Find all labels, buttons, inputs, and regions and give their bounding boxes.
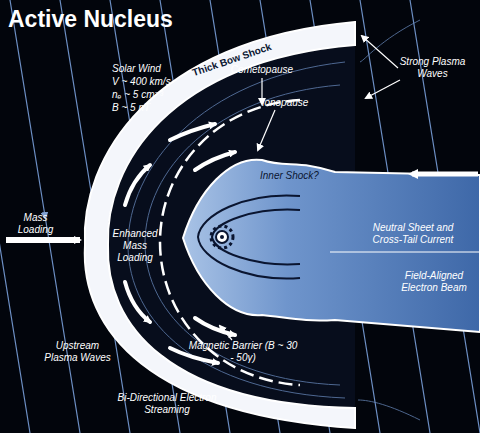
leader-line [220, 326, 232, 340]
annotation-label: Strong Plasma Waves [395, 56, 470, 80]
annotation-label: Enhanced Mass Loading [111, 228, 159, 264]
field-line [358, 400, 420, 420]
mass-loading-arrow [6, 237, 80, 243]
node-heading: Inner Shock? [260, 170, 330, 182]
annotation-label: B ~ 5 nT [112, 102, 202, 114]
neutral-sheet-line [330, 252, 480, 253]
title: Active Nucleus [8, 5, 173, 33]
flow-arrow [170, 124, 215, 140]
annotation-label: Mass Loading [8, 212, 63, 236]
inner-shock-line [198, 196, 300, 279]
nucleus [216, 231, 228, 243]
annotation-label: Field-Aligned Electron Beam [388, 270, 480, 294]
nucleus-core [220, 235, 224, 239]
annotation-label: Bi-Directional Electron Streaming [112, 392, 222, 416]
annotation-label: V ~ 400 km/s [112, 76, 202, 88]
flow-arrow [195, 152, 235, 170]
leader-line [366, 80, 400, 98]
annotation-label: Upstream Plasma Waves [40, 340, 115, 364]
annotation-label: Solar Wind [112, 63, 202, 75]
annotation-label: Ionopause [250, 97, 320, 109]
field-line [360, 20, 420, 62]
annotation-label: nₑ ~ 5 cm⁻³ [112, 89, 202, 101]
flow-arrow [125, 282, 150, 322]
annotation-label: Magnetic Barrier (B ~ 30 - 50γ) [188, 340, 298, 364]
flow-arrow [125, 165, 150, 205]
electron-beam-arrow [412, 172, 478, 177]
annotation-label: Cometopause [222, 64, 302, 76]
flow-arrow [195, 318, 235, 335]
leader-line [362, 36, 398, 68]
coma-ring [211, 226, 233, 248]
node-text: Neutral Sheet and Cross-Tail Current [358, 222, 468, 246]
inner-shock-line [212, 210, 300, 265]
ionosphere-region: Inner Shock? Neutral Sheet and Cross-Tail… [180, 150, 480, 340]
leader-line [258, 110, 275, 150]
node-shape [183, 160, 480, 332]
